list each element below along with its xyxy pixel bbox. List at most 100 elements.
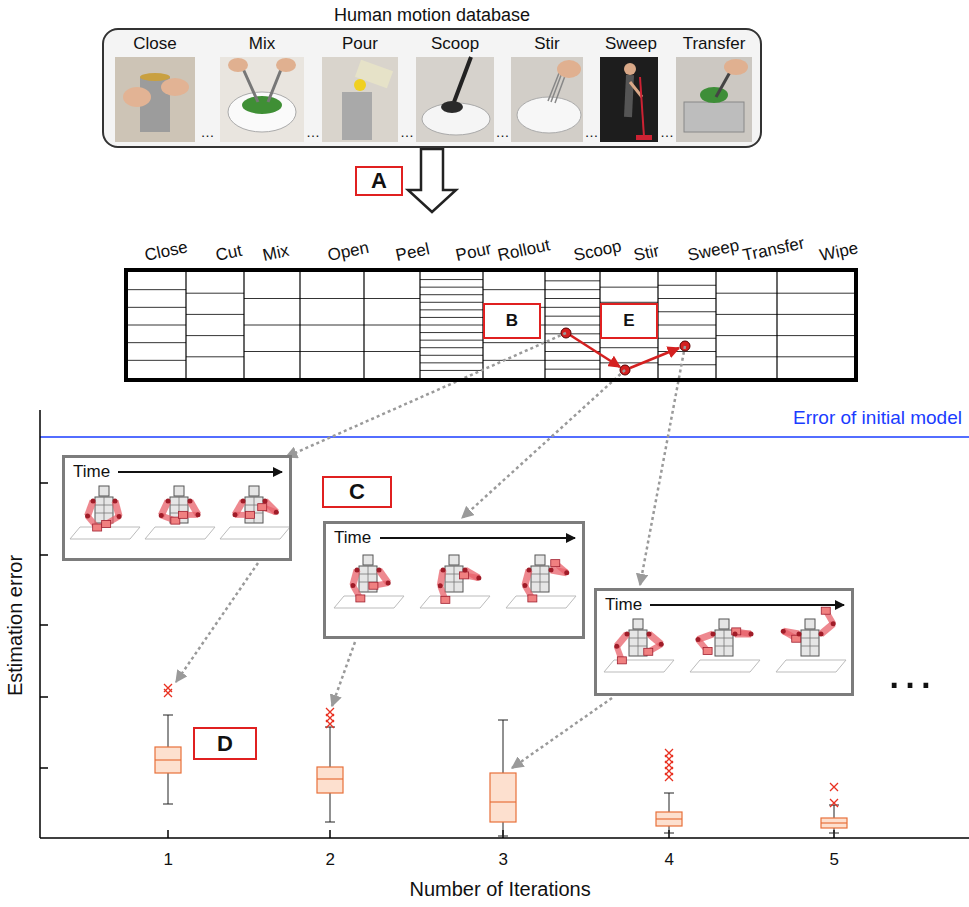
- photo-detail: [228, 58, 248, 72]
- robot-joint: [166, 499, 171, 504]
- panel-caption: Time: [73, 462, 110, 482]
- photo: [511, 57, 583, 142]
- robot-head: [719, 619, 729, 629]
- boxplot: [317, 708, 343, 822]
- robot-joint: [659, 642, 664, 647]
- callout-text: D: [217, 731, 233, 756]
- robot-joint: [355, 568, 360, 573]
- robot-hand: [551, 560, 560, 567]
- robot-joint: [438, 583, 443, 588]
- y-axis: [39, 410, 41, 838]
- table-row-line: [545, 369, 600, 370]
- robot-hand: [644, 648, 653, 655]
- robot-joint: [386, 581, 391, 586]
- dotted-leader: [176, 563, 258, 682]
- boxplot: [821, 783, 847, 833]
- table-row-line: [600, 287, 658, 288]
- outlier-mark: [830, 799, 838, 807]
- table-row-line: [777, 293, 858, 294]
- table-row-line: [716, 293, 777, 294]
- robot-hand: [93, 524, 102, 531]
- photo-detail: [228, 92, 296, 132]
- floor-grid: [70, 527, 140, 539]
- robot-wireframe: [531, 566, 549, 592]
- photo-tile: Mix: [220, 34, 304, 142]
- robot-torso: [359, 566, 377, 592]
- ellipsis-mark: …: [585, 124, 599, 140]
- robot-head: [535, 555, 545, 565]
- reference-line-label: Error of initial model: [793, 407, 962, 429]
- table-row-line: [420, 332, 483, 333]
- axis-title: Estimation error: [4, 554, 27, 695]
- robot-hand: [179, 511, 188, 518]
- boxplot-box: [656, 812, 682, 826]
- table-row-line: [420, 309, 483, 310]
- table-row-line: [545, 307, 600, 308]
- photo-detail: [636, 135, 652, 140]
- robot-joint: [522, 583, 527, 588]
- boxplot: [155, 684, 181, 804]
- robot-joint: [476, 576, 481, 581]
- photo-ground: [220, 57, 304, 142]
- robot-hand: [441, 596, 450, 603]
- panel-ground: [594, 588, 854, 696]
- callout-text: E: [623, 311, 634, 331]
- photo-label: Scoop: [431, 34, 479, 54]
- photo-detail: [624, 63, 636, 75]
- frame-heading: Human motion database: [334, 5, 530, 25]
- robot-joint: [819, 632, 824, 637]
- callout-letter: E: [600, 303, 658, 339]
- robot-joint: [733, 632, 738, 637]
- photo-detail: [640, 77, 644, 137]
- table-row-line: [124, 342, 186, 343]
- table-row-line: [777, 335, 858, 336]
- table-row-line: [124, 307, 186, 308]
- table-row-line: [716, 335, 777, 336]
- robot-head: [633, 619, 643, 629]
- table-row-line: [600, 362, 658, 363]
- table-row-line: [364, 325, 420, 326]
- robot-sequence: [604, 607, 846, 672]
- x-tick: [329, 830, 331, 838]
- axis-title: Number of Iterations: [410, 878, 591, 901]
- column-header: Rollout: [496, 235, 552, 265]
- photo-detail: [161, 78, 189, 96]
- outlier-mark: [665, 773, 673, 781]
- robot-joint: [463, 568, 468, 573]
- robot-joint: [377, 568, 382, 573]
- column-header: Scoop: [572, 236, 623, 265]
- boxplot-box: [821, 818, 847, 828]
- tick-label: 5: [830, 850, 839, 870]
- motion-panel: Time: [62, 455, 292, 561]
- table-row-line: [545, 289, 600, 290]
- table-row-line: [186, 314, 244, 315]
- photo-label: Sweep: [605, 34, 657, 54]
- robot-joint: [241, 499, 246, 504]
- table-row-line: [600, 347, 658, 348]
- photo-detail: [354, 79, 366, 91]
- table-row-line: [420, 302, 483, 303]
- time-arrow: [380, 537, 575, 539]
- table-row-line: [483, 289, 545, 290]
- photo-detail: [140, 73, 170, 81]
- y-tick: [40, 767, 48, 769]
- photo: [322, 57, 398, 142]
- outlier-mark: [164, 689, 172, 697]
- robot-head: [449, 555, 459, 565]
- dotted-leader: [512, 698, 612, 768]
- boxplot-median: [656, 818, 682, 819]
- table-row-line: [420, 279, 483, 280]
- trajectory-arrow: [630, 348, 679, 368]
- table-row-line: [420, 294, 483, 295]
- tick-label: 2: [326, 850, 335, 870]
- table-row-line: [420, 347, 483, 348]
- callout-letter: B: [483, 303, 541, 339]
- boxplot-box: [490, 773, 516, 822]
- robot-joint: [233, 512, 238, 517]
- table-row-line: [420, 325, 483, 326]
- table-row-line: [364, 298, 420, 299]
- photo-label: Close: [133, 34, 176, 54]
- photo-detail: [342, 92, 372, 140]
- callout-letter: D: [193, 727, 257, 760]
